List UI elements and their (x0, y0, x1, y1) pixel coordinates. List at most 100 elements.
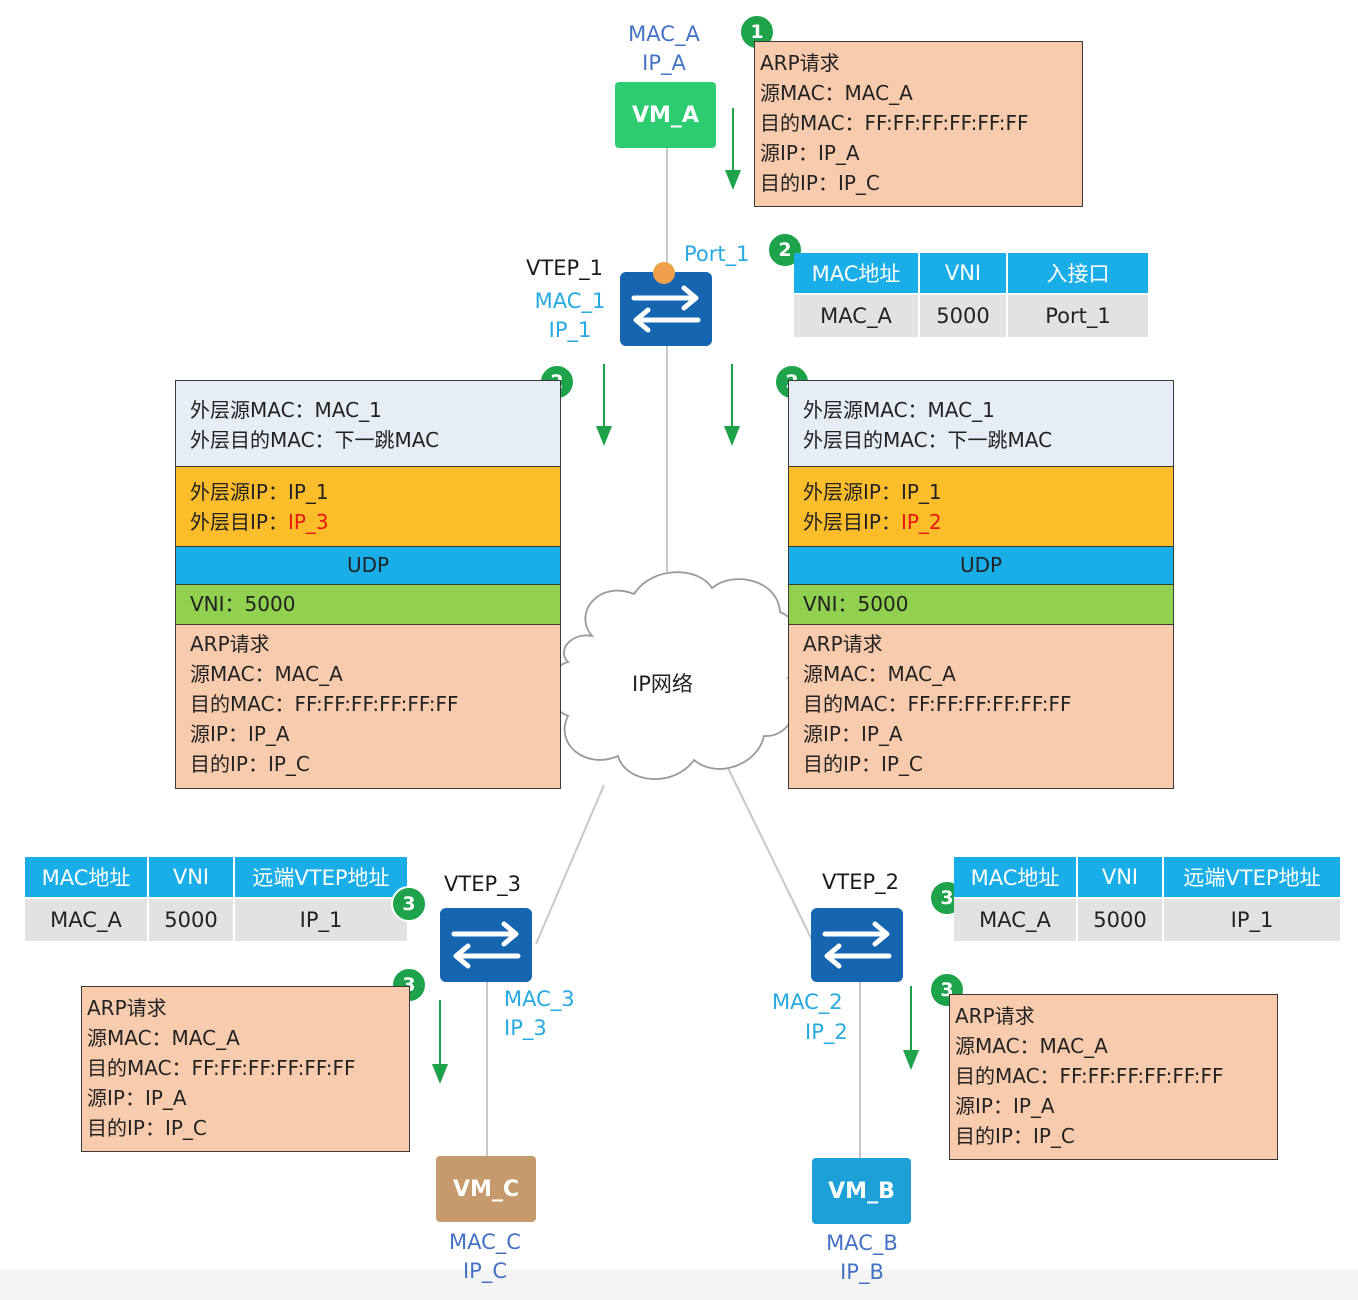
arp-dst-mac: 目的MAC：FF:FF:FF:FF:FF:FF (955, 1064, 1224, 1088)
flow-arrow-down-right (724, 364, 740, 446)
vxlan-packet-left: 外层源MAC：MAC_1 外层目的MAC：下一跳MAC 外层源IP：IP_1 外… (175, 380, 561, 789)
outer-dst-ip-prefix: 外层目IP： (803, 510, 901, 534)
vtep-3-mac-label: MAC_3 (504, 987, 575, 1011)
arp-title: ARP请求 (955, 1004, 1035, 1028)
cloud-label: IP网络 (632, 672, 693, 696)
arp-src-mac: 源MAC：MAC_A (955, 1034, 1108, 1058)
vtep-3-switch[interactable] (440, 908, 532, 982)
vtep-1-mac-label: MAC_1 (534, 289, 606, 313)
outer-mac-section: 外层源MAC：MAC_1 外层目的MAC：下一跳MAC (789, 381, 1173, 467)
vm-c-name: VM_C (452, 1176, 520, 1202)
arp-src-ip: 源IP：IP_A (760, 141, 860, 165)
outer-dst-ip-value: IP_3 (287, 510, 329, 534)
outer-src-mac: 外层源MAC：MAC_1 (190, 398, 382, 422)
outer-src-ip: 外层源IP：IP_1 (803, 480, 942, 504)
port-1-dot[interactable] (653, 262, 675, 284)
outer-src-mac: 外层源MAC：MAC_1 (803, 398, 995, 422)
step-3-badge-vtep3-table: 3 (391, 886, 427, 922)
vtep2-table-cell-remote: IP_1 (1163, 897, 1340, 941)
vtep3-table-cell-remote: IP_1 (234, 897, 407, 941)
outer-dst-mac: 外层目的MAC：下一跳MAC (190, 428, 440, 452)
vtep1-table-header-mac: MAC地址 (794, 253, 920, 294)
outer-dst-ip-value: IP_2 (900, 510, 942, 534)
arp-src-mac: 源MAC：MAC_A (190, 662, 343, 686)
arp-title: ARP请求 (190, 632, 270, 656)
arp-dst-ip: 目的IP：IP_C (955, 1124, 1075, 1148)
vm-c-mac-label: MAC_C (449, 1230, 521, 1254)
vxlan-packet-right: 外层源MAC：MAC_1 外层目的MAC：下一跳MAC 外层源IP：IP_1 外… (788, 380, 1174, 789)
bottom-band (0, 1270, 1358, 1300)
vtep2-table-header-mac: MAC地址 (954, 857, 1078, 898)
link-vtep2-vmb (859, 982, 861, 1160)
outer-src-ip: 外层源IP：IP_1 (190, 480, 329, 504)
udp-section: UDP (176, 547, 560, 585)
vm-a-mac-label: MAC_A (628, 22, 700, 46)
vtep3-table-header-vni: VNI (148, 857, 235, 898)
arp-dst-mac: 目的MAC：FF:FF:FF:FF:FF:FF (190, 692, 459, 716)
arp-title: ARP请求 (803, 632, 883, 656)
step-2-badge-table: 2 (767, 232, 803, 268)
vtep1-table-cell-port: Port_1 (1007, 293, 1148, 337)
vtep2-table-cell-vni: 5000 (1077, 897, 1164, 941)
vtep-1-label: VTEP_1 (526, 256, 603, 280)
vtep-1-port-label: Port_1 (684, 242, 750, 266)
flow-arrow-down-vtep2 (903, 986, 919, 1070)
vtep-1-mac-table: MAC地址 VNI 入接口 MAC_A 5000 Port_1 (794, 253, 1148, 337)
outer-mac-section: 外层源MAC：MAC_1 外层目的MAC：下一跳MAC (176, 381, 560, 467)
vm-b-name: VM_B (828, 1178, 895, 1204)
outer-dst-mac: 外层目的MAC：下一跳MAC (803, 428, 1053, 452)
arp-dst-ip: 目的IP：IP_C (760, 171, 880, 195)
arp-dst-ip: 目的IP：IP_C (190, 752, 310, 776)
outer-dst-ip: 外层目IP：IP_2 (803, 507, 1173, 537)
outer-dst-ip: 外层目IP：IP_3 (190, 507, 560, 537)
link-vtep3-vmc (486, 982, 488, 1158)
vtep-2-ip-label: IP_2 (805, 1020, 848, 1044)
vtep-2-mac-label: MAC_2 (772, 990, 843, 1014)
inner-arp-section: ARP请求 源MAC：MAC_A 目的MAC：FF:FF:FF:FF:FF:FF… (176, 625, 560, 788)
vm-a-ip-label: IP_A (642, 51, 686, 75)
vtep-1-ip-label: IP_1 (548, 318, 592, 342)
vtep-3-mac-table: MAC地址 VNI 远端VTEP地址 MAC_A 5000 IP_1 (25, 857, 407, 941)
arp-title: ARP请求 (87, 996, 167, 1020)
arp-title: ARP请求 (760, 51, 840, 75)
vm-a-node[interactable]: VM_A (615, 82, 716, 148)
arp-src-ip: 源IP：IP_A (803, 722, 903, 746)
arp-src-ip: 源IP：IP_A (190, 722, 290, 746)
flow-arrow-down-vtep3 (432, 1000, 448, 1084)
arp-src-mac: 源MAC：MAC_A (760, 81, 913, 105)
outer-ip-section: 外层源IP：IP_1 外层目IP：IP_2 (789, 467, 1173, 547)
vtep3-table-header-remote: 远端VTEP地址 (234, 857, 407, 898)
vm-b-mac-label: MAC_B (826, 1231, 898, 1255)
vtep-2-label: VTEP_2 (822, 870, 899, 894)
vtep2-table-header-remote: 远端VTEP地址 (1163, 857, 1340, 898)
arp-src-ip: 源IP：IP_A (87, 1086, 187, 1110)
vtep1-table-cell-vni: 5000 (919, 293, 1008, 337)
vtep-1-switch[interactable] (620, 272, 712, 346)
vni-section: VNI：5000 (789, 585, 1173, 625)
vni-section: VNI：5000 (176, 585, 560, 625)
arp-dst-mac: 目的MAC：FF:FF:FF:FF:FF:FF (760, 111, 1029, 135)
arp-src-mac: 源MAC：MAC_A (87, 1026, 240, 1050)
arp-src-mac: 源MAC：MAC_A (803, 662, 956, 686)
udp-section: UDP (789, 547, 1173, 585)
vtep-2-mac-table: MAC地址 VNI 远端VTEP地址 MAC_A 5000 IP_1 (954, 857, 1340, 941)
vtep3-table-cell-vni: 5000 (148, 897, 235, 941)
vtep-3-label: VTEP_3 (444, 872, 521, 896)
vtep1-table-cell-mac: MAC_A (794, 293, 920, 337)
switch-icon (631, 285, 701, 333)
vtep2-table-cell-mac: MAC_A (954, 897, 1078, 941)
vm-b-node[interactable]: VM_B (812, 1158, 911, 1224)
arp-request-box-vm-a: ARP请求 源MAC：MAC_A 目的MAC：FF:FF:FF:FF:FF:FF… (754, 41, 1083, 207)
vtep-2-switch[interactable] (811, 908, 903, 982)
vm-c-ip-label: IP_C (462, 1259, 508, 1283)
vtep3-table-header-mac: MAC地址 (25, 857, 149, 898)
vm-c-node[interactable]: VM_C (436, 1156, 536, 1222)
vtep3-table-cell-mac: MAC_A (25, 897, 149, 941)
link-vtep1-cloud (666, 346, 668, 572)
vtep1-table-header-port: 入接口 (1007, 253, 1148, 294)
outer-dst-ip-prefix: 外层目IP： (190, 510, 288, 534)
vtep1-table-header-vni: VNI (919, 253, 1008, 294)
arp-src-ip: 源IP：IP_A (955, 1094, 1055, 1118)
arp-request-box-vtep3: ARP请求 源MAC：MAC_A 目的MAC：FF:FF:FF:FF:FF:FF… (81, 986, 410, 1152)
